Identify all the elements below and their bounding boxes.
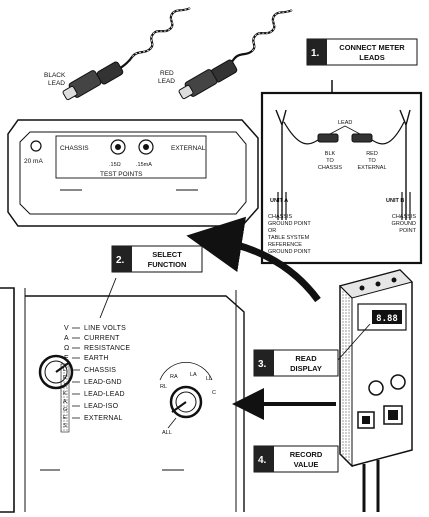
function-lead-lead: LEAD-LEAD [84, 391, 125, 398]
step-2-line2: FUNCTION [148, 260, 187, 269]
step-1-box: 1. CONNECT METER LEADS [306, 38, 418, 66]
step-1-number: 1. [311, 48, 320, 59]
function-current: CURRENT [84, 335, 120, 342]
chassis-label: CHASSIS [60, 145, 89, 152]
unit-b-desc-1: CHASSIS [392, 214, 416, 220]
black-lead-label-line2: LEAD [48, 80, 65, 87]
meter-display-readout: 8.88 [376, 314, 398, 324]
black-lead-label-line1: BLACK [44, 72, 66, 79]
leakage-letter-1: L [63, 367, 66, 373]
step-2-box: 2. SELECT FUNCTION [99, 245, 203, 319]
unit-a-desc-2: GROUND POINT [268, 221, 311, 227]
inset-lead-label: LEAD [338, 120, 352, 126]
leakage-letter-7: E [63, 415, 67, 421]
step-4-number: 4. [258, 455, 267, 466]
red-lead-label-line2: LEAD [158, 78, 175, 85]
red-to-line3: EXTERNAL [357, 165, 386, 171]
leakage-letter-4: K [63, 391, 67, 397]
function-selector-panel [0, 287, 245, 513]
step-3-line2: DISPLAY [290, 364, 322, 373]
jack1-label: .15Ω [109, 162, 121, 168]
blk-to-line2: TO [326, 158, 334, 164]
unit-b-desc-3: POINT [399, 228, 416, 234]
leakage-letter-2: E [63, 375, 67, 381]
step-2-number: 2. [116, 255, 125, 266]
indicator-lamp [30, 140, 42, 152]
lead-pos-rl: RL [160, 384, 167, 390]
connection-inset: LEAD BLK TO CHASSIS RED TO EXTERNAL UNIT… [260, 80, 423, 265]
leakage-letter-6: G [63, 407, 67, 413]
function-list: LINE VOLTS CURRENT RESISTANCE EARTH CHAS… [72, 325, 130, 422]
selector-letters: V A Ω E [64, 325, 69, 362]
step-3-number: 3. [258, 359, 267, 370]
unit-a-desc-6: GROUND POINT [268, 249, 311, 255]
step-3-line1: READ [295, 354, 317, 363]
function-chassis: CHASSIS [84, 367, 116, 374]
selector-letter-ohm: Ω [64, 345, 69, 352]
indicator-label: 20 mA [24, 158, 43, 165]
chassis-jack [110, 139, 126, 155]
external-jack [138, 139, 154, 155]
function-earth: EARTH [84, 355, 109, 362]
lead-pos-all: ALL [162, 430, 172, 436]
function-lead-iso: LEAD-ISO [84, 403, 119, 410]
curved-arrow-to-panel [186, 216, 321, 303]
unit-b-desc-2: GROUND [392, 221, 416, 227]
step-4-box: 4. RECORD VALUE [253, 445, 339, 473]
blk-to-line3: CHASSIS [318, 165, 342, 171]
selector-letter-e: E [64, 355, 69, 362]
safety-analyzer-meter: 8.88 [339, 269, 413, 512]
step-2-line1: SELECT [152, 250, 182, 259]
test-points-panel: 20 mA CHASSIS EXTERNAL .15Ω .15mA TEST P… [7, 119, 259, 227]
black-test-lead [62, 7, 191, 101]
red-to-line1: RED [366, 151, 378, 157]
test-points-label: TEST POINTS [100, 171, 143, 178]
selector-letter-a: A [64, 335, 69, 342]
lead-pos-la: LA [190, 372, 197, 378]
step-1-line1: CONNECT METER [339, 43, 405, 52]
unit-a-label: UNIT A [270, 198, 288, 204]
unit-b-label: UNIT B [386, 198, 404, 204]
unit-a-desc-5: REFERENCE [268, 242, 302, 248]
step-3-box: 3. READ DISPLAY [253, 323, 371, 377]
step-4-line2: VALUE [294, 460, 319, 469]
step-1-line2: LEADS [359, 53, 384, 62]
leakage-letter-3: A [63, 383, 67, 389]
jack2-label: .15mA [136, 162, 152, 168]
lead-pos-ll: LL [206, 376, 212, 382]
step-4-line1: RECORD [290, 450, 323, 459]
red-to-line2: TO [368, 158, 376, 164]
selector-letter-v: V [64, 325, 69, 332]
leakage-letter-5: A [63, 399, 67, 405]
unit-a-desc-4: TABLE SYSTEM [268, 235, 310, 241]
leakage-letters: L E A K A G E S [60, 363, 70, 433]
function-resistance: RESISTANCE [84, 345, 130, 352]
blk-to-line1: BLK [325, 151, 336, 157]
function-line-volts: LINE VOLTS [84, 325, 126, 332]
leakage-letter-8: S [63, 423, 67, 429]
unit-a-desc-3: OR [268, 228, 276, 234]
unit-a-desc-1: CHASSIS [268, 214, 292, 220]
lead-selector-knob [159, 361, 213, 429]
external-label: EXTERNAL [171, 145, 206, 152]
function-lead-gnd: LEAD-GND [84, 379, 122, 386]
function-external: EXTERNAL [84, 415, 123, 422]
lead-pos-ra: RA [170, 374, 178, 380]
red-lead-label-line1: RED [160, 70, 174, 77]
red-test-lead [178, 9, 293, 100]
lead-pos-c: C [212, 390, 216, 396]
